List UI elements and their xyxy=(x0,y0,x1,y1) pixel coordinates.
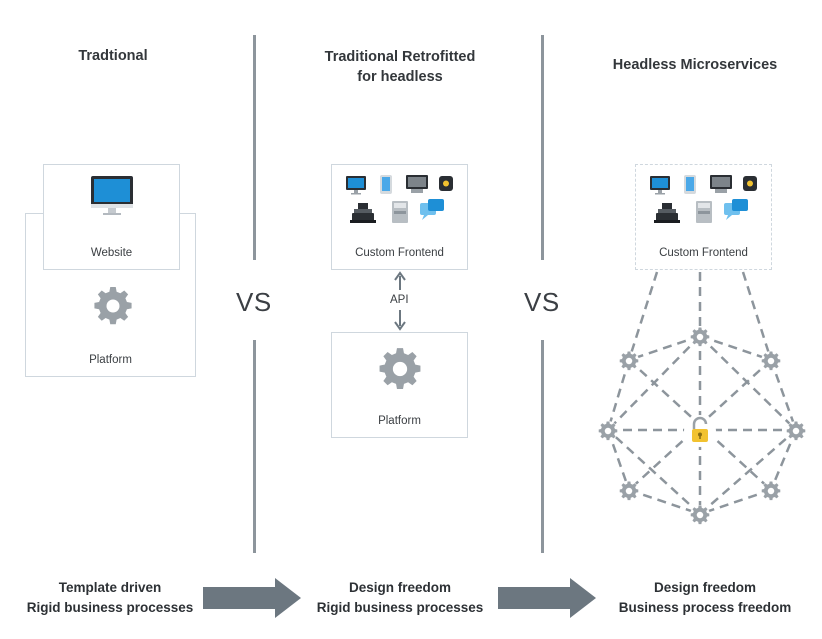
website-label: Website xyxy=(90,247,133,259)
retrofitted-bottom-text: Design freedom Rigid business processes xyxy=(300,578,500,618)
custom-frontend-box-headless: Custom Frontend xyxy=(635,164,772,270)
tv-icon xyxy=(710,175,732,193)
headless-bottom-text: Design freedom Business process freedom xyxy=(600,578,810,618)
cash-register-icon xyxy=(350,203,376,223)
gear-icon xyxy=(761,481,781,501)
api-label: API xyxy=(390,294,409,306)
retrofitted-bottom-line1: Design freedom xyxy=(348,580,452,595)
vs-right: VS xyxy=(524,287,560,317)
gear-icon xyxy=(93,286,133,326)
custom-frontend-label-headless: Custom Frontend xyxy=(659,247,748,259)
chat-bubble-icon xyxy=(420,199,444,220)
cash-register-icon xyxy=(654,203,680,223)
divider-left-bottom xyxy=(253,340,256,553)
headless-bottom-line2: Business process freedom xyxy=(618,600,792,615)
watch-icon xyxy=(439,176,453,191)
platform-label-retrofitted: Platform xyxy=(378,415,421,427)
gear-icon xyxy=(690,327,710,347)
monitor-icon xyxy=(346,176,366,195)
custom-frontend-box-retrofitted: Custom Frontend xyxy=(331,164,468,270)
device-cluster xyxy=(650,175,757,223)
headless-title: Headless Microservices xyxy=(612,57,778,73)
traditional-bottom-text: Template driven Rigid business processes xyxy=(10,578,210,618)
retrofitted-bottom-line2: Rigid business processes xyxy=(316,600,484,615)
progression-arrow-1 xyxy=(203,578,301,618)
monitor-icon xyxy=(91,176,133,215)
watch-icon xyxy=(743,176,757,191)
monitor-icon xyxy=(650,176,670,195)
microservices-mesh xyxy=(606,271,798,516)
progression-arrow-2 xyxy=(498,578,596,618)
traditional-bottom-line1: Template driven xyxy=(58,580,162,595)
kiosk-icon xyxy=(392,201,408,223)
traditional-title: Tradtional xyxy=(78,48,148,64)
gear-icon xyxy=(378,347,422,391)
website-box: Website xyxy=(43,164,180,270)
kiosk-icon xyxy=(696,201,712,223)
gear-icon xyxy=(786,421,806,441)
gear-icon xyxy=(619,351,639,371)
gear-icon xyxy=(619,481,639,501)
tv-icon xyxy=(406,175,428,193)
headless-bottom-line1: Design freedom xyxy=(653,580,757,595)
device-cluster xyxy=(346,175,453,223)
traditional-bottom-line2: Rigid business processes xyxy=(26,600,194,615)
retrofitted-title: Traditional Retrofitted for headless xyxy=(300,47,500,87)
divider-right-bottom xyxy=(541,340,544,553)
divider-left-top xyxy=(253,35,256,260)
gear-icon xyxy=(598,421,618,441)
tablet-icon xyxy=(380,175,392,194)
platform-label-traditional: Platform xyxy=(89,354,132,366)
chat-bubble-icon xyxy=(724,199,748,220)
tablet-icon xyxy=(684,175,696,194)
vs-left: VS xyxy=(236,287,272,317)
custom-frontend-label-retrofitted: Custom Frontend xyxy=(355,247,444,259)
gear-icon xyxy=(761,351,781,371)
api-arrow xyxy=(394,271,406,331)
retrofitted-title-line2: for headless xyxy=(357,69,443,85)
platform-box-retrofitted: Platform xyxy=(331,332,468,438)
divider-right-top xyxy=(541,35,544,260)
retrofitted-title-line1: Traditional Retrofitted xyxy=(324,49,476,65)
gear-icon xyxy=(690,505,710,525)
lock-icon xyxy=(684,415,716,447)
